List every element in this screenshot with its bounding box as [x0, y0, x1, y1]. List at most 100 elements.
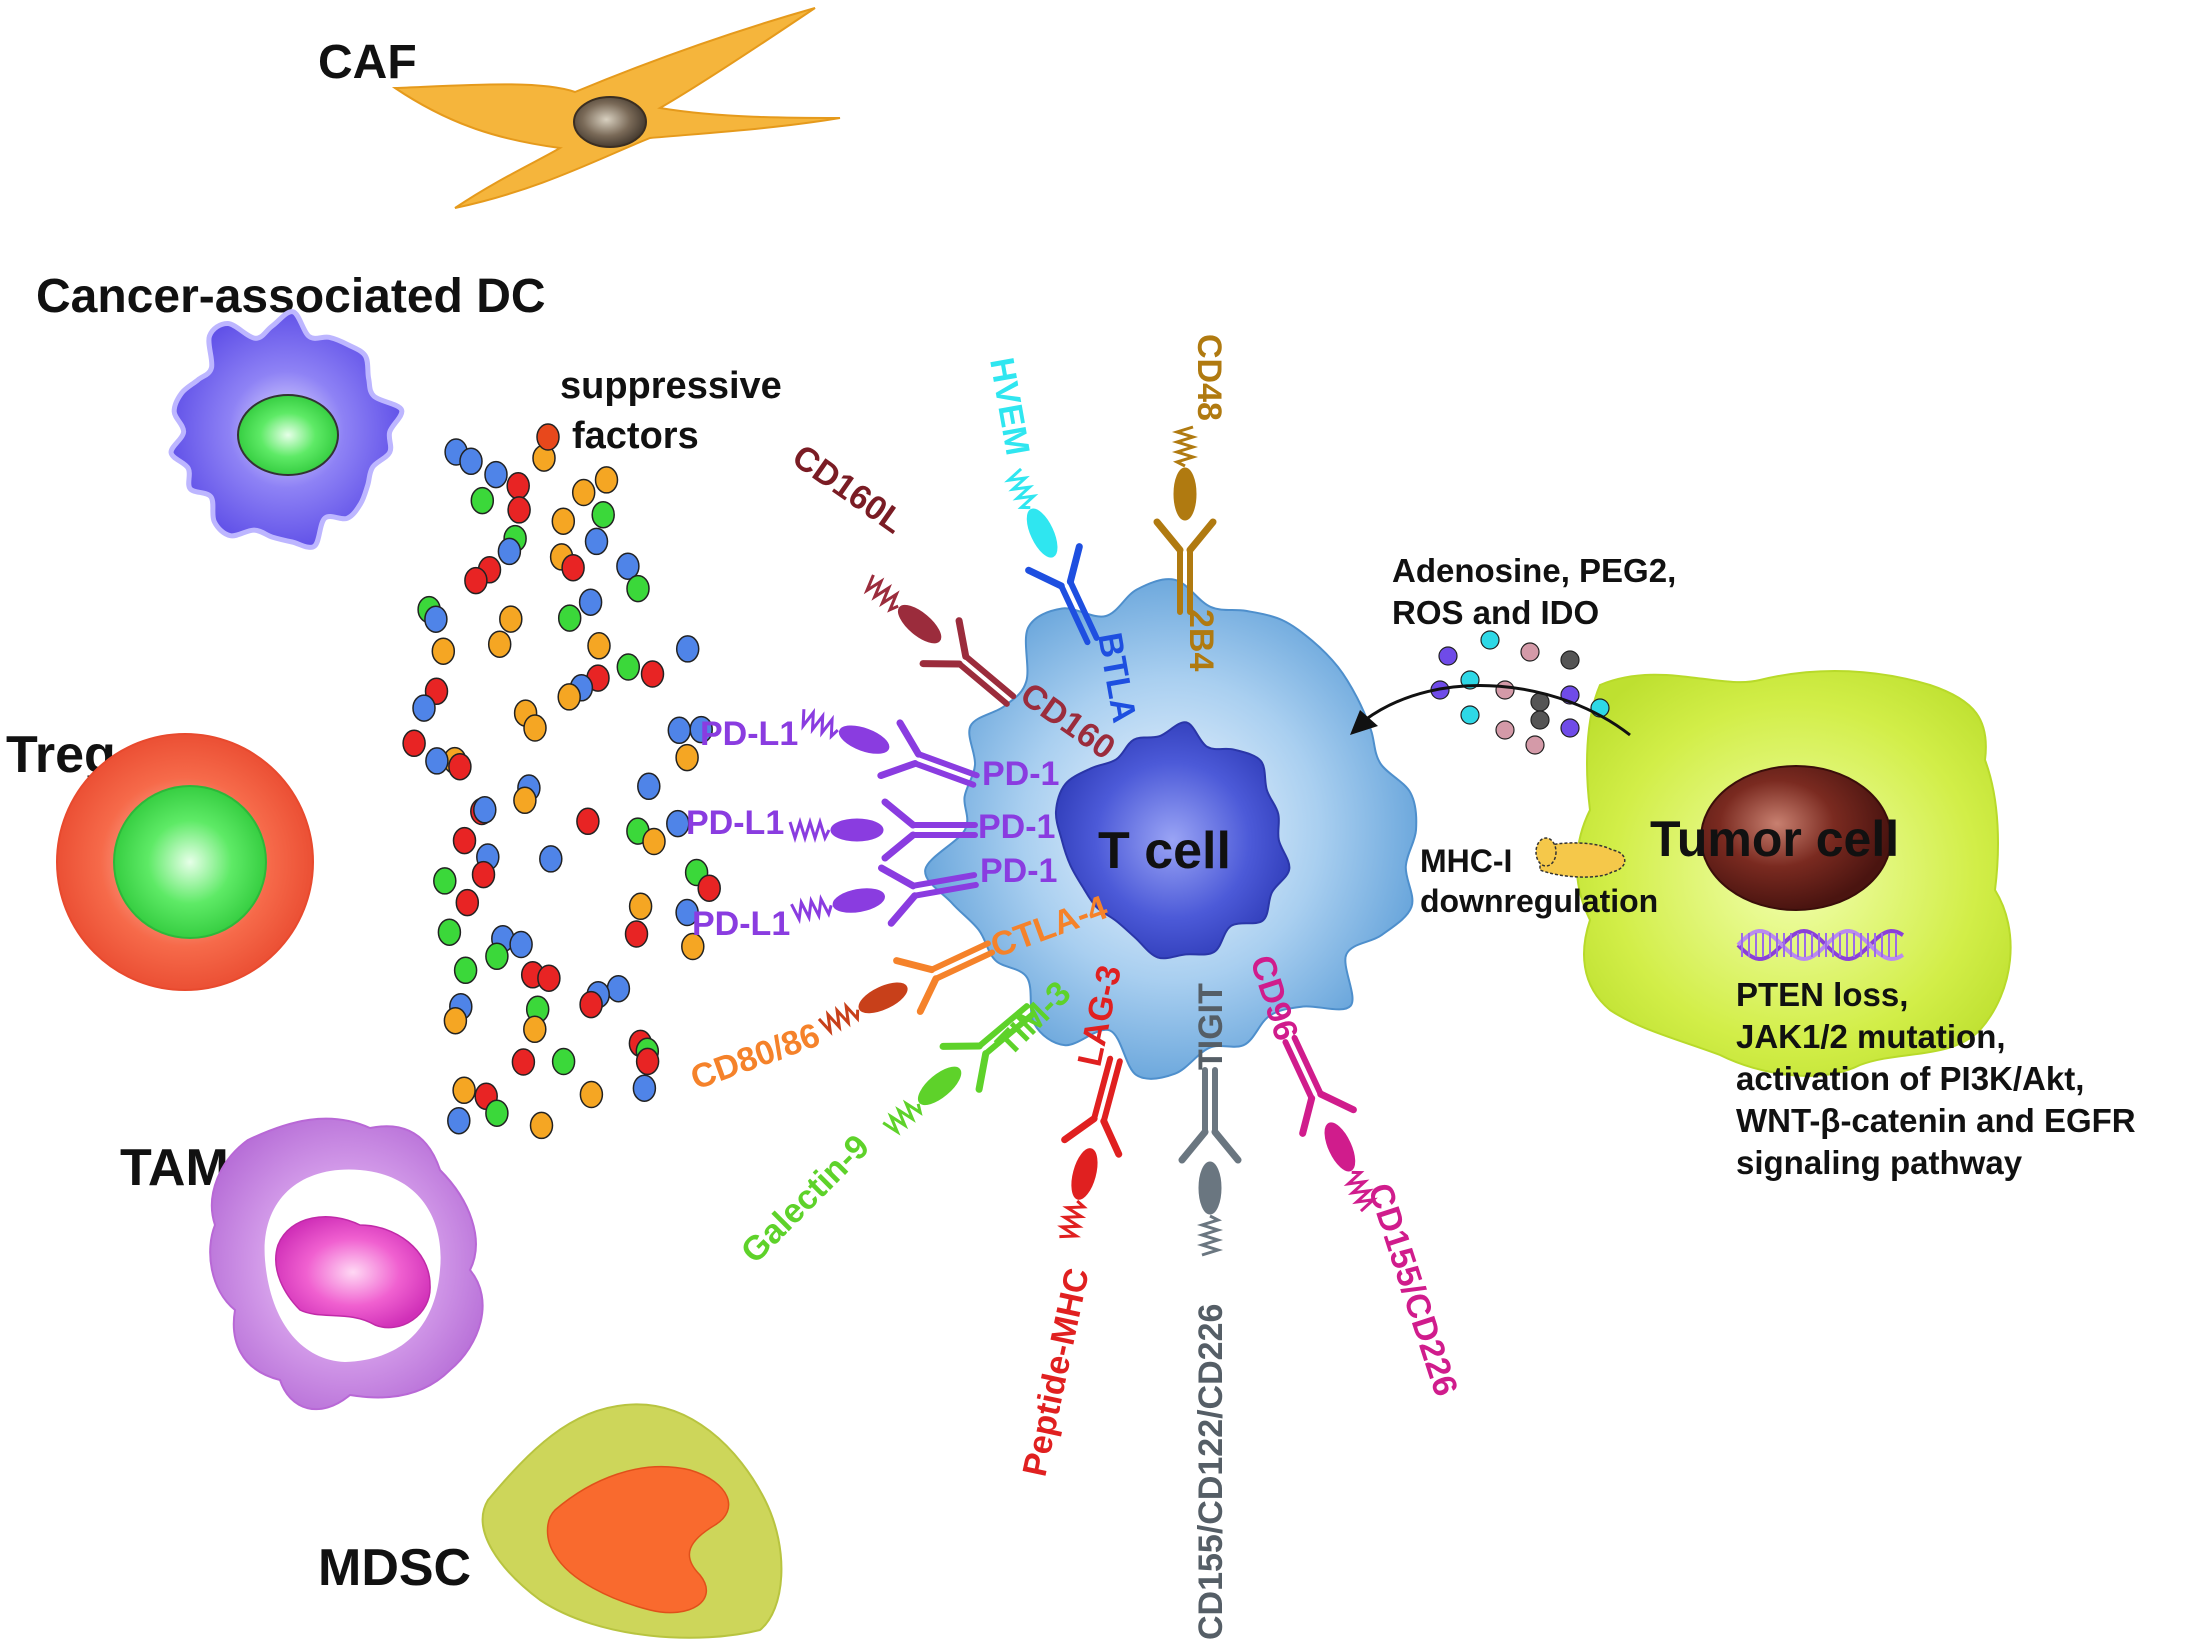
- caf-cell: [391, 7, 841, 209]
- tam-nucleus: [275, 1216, 431, 1329]
- metabolite-dot: [1495, 720, 1515, 740]
- suppressive-factor-dot: [594, 466, 619, 494]
- suppressive-factor-dot: [606, 974, 631, 1003]
- suppressive-factor-dot: [455, 888, 480, 917]
- suppressive-factor-dot: [557, 683, 581, 711]
- suppressive-factor-dot: [402, 729, 426, 758]
- suppressive-factor-dot: [675, 635, 700, 663]
- suppressive-factor-dot: [616, 552, 640, 580]
- suppressive-factor-dot: [448, 752, 472, 781]
- suppressive-factor-dot: [424, 605, 448, 633]
- cd96-pair: [1282, 1034, 1378, 1213]
- metabolite-dot: [1520, 642, 1540, 662]
- mdsc-cell: [481, 1403, 783, 1639]
- t-cell-label: T cell: [1098, 822, 1231, 880]
- metabolite-dot: [1560, 650, 1580, 670]
- tumor-note-line3: activation of PI3K/Akt,: [1736, 1060, 2084, 1097]
- suppressive-factor-dot: [561, 553, 585, 582]
- cd160-pair: [863, 574, 1017, 707]
- suppressive-factor-dot: [579, 1080, 604, 1109]
- suppressive-factor-dot: [447, 1106, 471, 1135]
- metabolite-dot: [1438, 646, 1458, 666]
- suppressive-factor-dot: [557, 604, 582, 632]
- suppressive-factor-dot: [511, 1048, 536, 1076]
- suppression-arrow-head: [1350, 710, 1378, 735]
- metabolite-dot: [1480, 630, 1500, 650]
- cd48-2b4-pair: [1153, 425, 1217, 615]
- suppressive-factor-dot: [523, 714, 547, 742]
- cd160l-label: CD160L: [785, 437, 911, 541]
- suppressive-factor-dot: [571, 478, 596, 507]
- suppressive-factor-dot: [437, 918, 462, 946]
- cd48-label: CD48: [1190, 334, 1228, 421]
- metabolite-dot: [1460, 705, 1480, 725]
- tumor-note-line5: signaling pathway: [1736, 1144, 2023, 1181]
- suppressive-label-line1: suppressive: [560, 365, 782, 407]
- suppressive-factor-dot: [464, 566, 488, 595]
- suppressive-factor-dot: [506, 472, 530, 500]
- tumor-cell: [1575, 669, 2012, 1077]
- suppressive-factor-dot: [667, 716, 692, 745]
- suppressive-factor-dot: [539, 845, 563, 873]
- pdl1-label-3: PD-L1: [692, 905, 790, 943]
- suppressive-factor-dot: [579, 990, 603, 1019]
- tam-label: TAM: [120, 1139, 229, 1197]
- galectin9-label: Galectin-9: [734, 1128, 877, 1271]
- suppressive-factor-dot: [425, 747, 449, 775]
- suppressive-factor-dot: [635, 1047, 660, 1076]
- adenosine-line1: Adenosine, PEG2,: [1392, 552, 1676, 589]
- suppressive-factor-dot: [697, 874, 721, 902]
- suppressive-factor-dot: [640, 660, 665, 688]
- cd155-cd122-cd226-label: CD155/CD122/CD226: [1192, 1304, 1230, 1640]
- suppressive-factor-dot: [578, 588, 603, 616]
- suppressive-factor-dot: [431, 637, 456, 665]
- suppressive-factor-dot: [507, 496, 531, 524]
- pd1-pair-3: [790, 864, 979, 927]
- suppression-arrow: [1364, 684, 1631, 737]
- suppressive-factor-dot: [471, 860, 496, 889]
- suppressive-factor-dot: [443, 1006, 468, 1035]
- suppressive-factor-dot: [628, 892, 653, 921]
- pd1-label-3: PD-1: [980, 852, 1057, 890]
- dc-nucleus: [237, 394, 339, 476]
- t-cell: [924, 578, 1418, 1080]
- suppressive-factor-dot: [529, 1111, 554, 1140]
- tumor-note-line1: PTEN loss,: [1736, 976, 1908, 1013]
- suppressive-factor-dot: [675, 743, 699, 772]
- suppressive-factor-dot: [626, 574, 650, 603]
- tam-cell: [209, 1117, 484, 1411]
- ctla4-pair: [817, 940, 996, 1036]
- suppressive-factor-dot: [637, 772, 661, 801]
- lag3-pair: [1057, 1055, 1123, 1239]
- metabolite-dot: [1525, 735, 1545, 755]
- suppressive-factor-dot: [536, 423, 560, 451]
- suppressive-factor-dot: [551, 507, 576, 535]
- suppressive-factor-dot: [523, 1015, 547, 1044]
- mhc-i-icon: [1535, 837, 1626, 878]
- pdl1-label-1: PD-L1: [700, 715, 798, 753]
- hvem-btla-pair: [1004, 467, 1100, 646]
- suppressive-factor-dot: [499, 605, 523, 633]
- suppressive-factor-dot: [576, 807, 600, 836]
- tigit-label: TIGIT: [1192, 983, 1230, 1070]
- metabolite-dot: [1495, 680, 1515, 700]
- suppressive-factor-dot: [459, 447, 483, 476]
- dc-cell: [168, 309, 405, 550]
- suppressive-factor-dot: [513, 786, 537, 815]
- mhc-line2: downregulation: [1420, 883, 1658, 919]
- suppressive-factor-dot: [497, 537, 522, 566]
- suppressive-factor-dot: [681, 932, 705, 961]
- pd1-pair-2: [788, 798, 978, 862]
- adenosine-line2: ROS and IDO: [1392, 594, 1599, 631]
- mhc-line1: MHC-I: [1420, 843, 1512, 879]
- t-cell-nucleus: [1054, 721, 1291, 960]
- mdsc-label: MDSC: [318, 1539, 471, 1597]
- suppressive-factor-dot: [509, 930, 533, 959]
- 2b4-label: 2B4: [1182, 609, 1220, 671]
- pd1-label-1: PD-1: [982, 755, 1059, 793]
- suppressive-factor-dot: [452, 826, 477, 855]
- receptor-pairs: [788, 425, 1378, 1257]
- dna-helix-icon: [1736, 928, 1905, 962]
- suppressive-factor-dot: [587, 632, 611, 660]
